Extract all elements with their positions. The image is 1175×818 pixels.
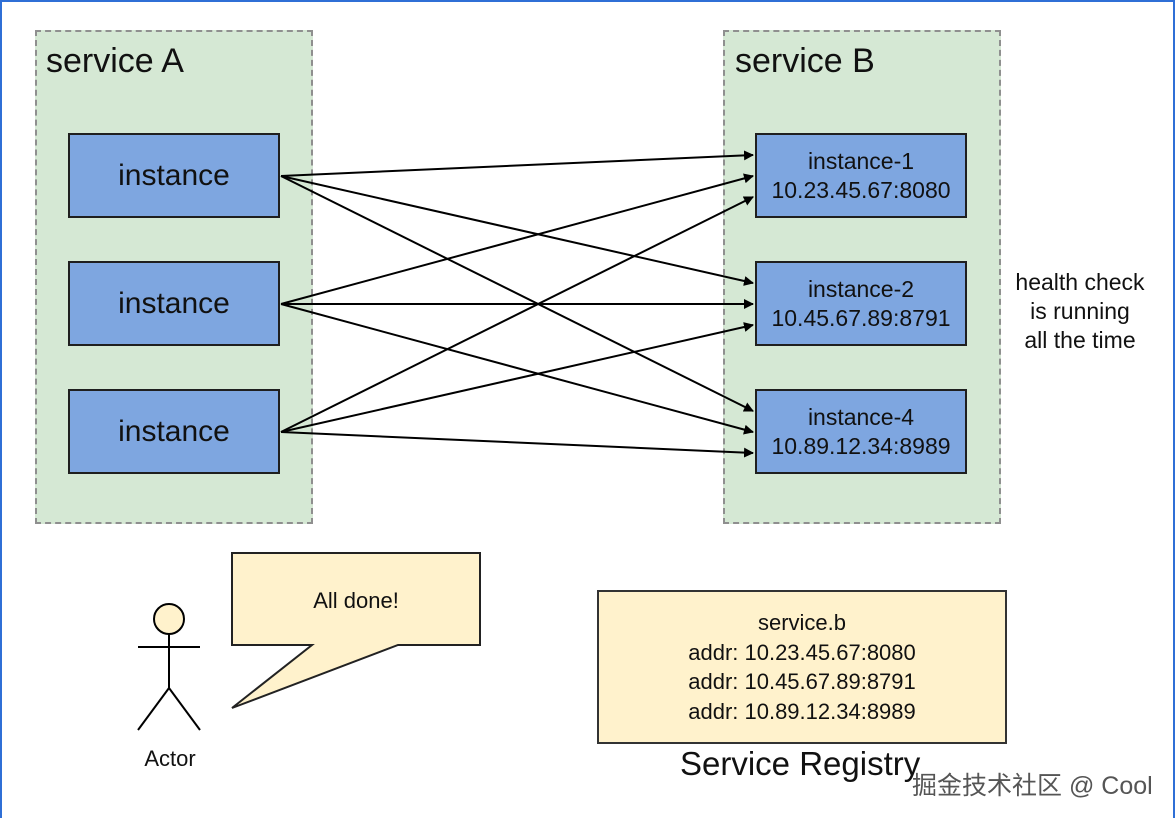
actor-head	[153, 603, 185, 635]
health-check-line: is running	[1030, 298, 1130, 324]
actor-figure	[137, 603, 201, 731]
health-check-note: health check is running all the time	[1000, 268, 1160, 355]
instance-name: instance-4	[807, 403, 915, 430]
connection-arrow	[280, 196, 754, 433]
instance-address: 10.45.67.89:8791	[771, 304, 951, 331]
connection-arrow	[280, 150, 754, 177]
service-a-title: service A	[46, 42, 184, 80]
service-a-instance-3: instance	[68, 389, 280, 474]
instance-name: instance-2	[807, 275, 915, 302]
registry-addr: addr: 10.89.12.34:8989	[688, 698, 916, 724]
speech-text: All done!	[313, 588, 399, 613]
speech-callout	[231, 552, 481, 709]
service-b-instance-1: instance-1 10.23.45.67:8080	[755, 133, 967, 218]
service-b-instance-3: instance-4 10.89.12.34:8989	[755, 389, 967, 474]
registry-addr: addr: 10.23.45.67:8080	[688, 639, 916, 665]
actor-label: Actor	[144, 746, 196, 771]
connection-arrow	[280, 322, 754, 433]
connection-arrow	[280, 431, 754, 458]
health-check-line: all the time	[1024, 327, 1136, 353]
instance-address: 10.23.45.67:8080	[771, 176, 951, 203]
registry-caption: Service Registry	[680, 745, 921, 782]
service-b-title: service B	[735, 42, 875, 80]
service-a-instance-1: instance	[68, 133, 280, 218]
connection-arrow	[280, 175, 754, 412]
connection-arrow	[280, 303, 754, 435]
watermark: 掘金技术社区 @ Cool	[912, 772, 1153, 800]
connection-arrow	[280, 173, 754, 305]
registry-service-name: service.b	[757, 610, 847, 635]
connection-arrow	[280, 175, 754, 286]
service-b-instance-2: instance-2 10.45.67.89:8791	[755, 261, 967, 346]
registry-addr: addr: 10.45.67.89:8791	[688, 669, 916, 694]
health-check-line: health check	[1015, 269, 1145, 295]
service-a-instance-2: instance	[68, 261, 280, 346]
service-registry-box: service.b addr: 10.23.45.67:8080 addr: 1…	[597, 590, 1007, 744]
instance-name: instance-1	[807, 147, 915, 174]
instance-address: 10.89.12.34:8989	[771, 432, 951, 459]
